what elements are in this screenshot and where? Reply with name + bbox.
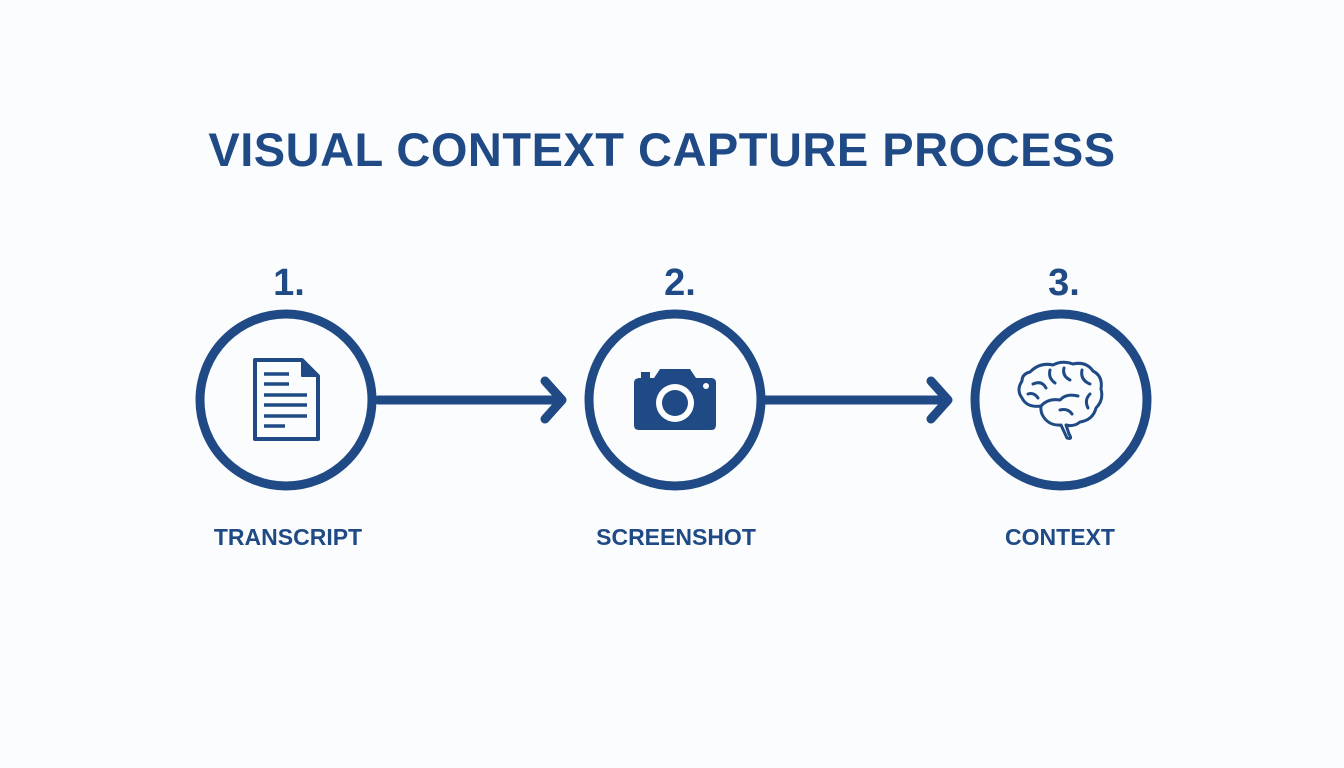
step-3-label: CONTEXT [1005, 524, 1115, 550]
step-1-circle [195, 309, 377, 491]
arrow-1-icon [373, 376, 567, 424]
step-1-number: 1. [273, 262, 305, 304]
step-3-circle [970, 309, 1152, 491]
diagram-title: VISUAL CONTEXT CAPTURE PROCESS [208, 123, 1116, 176]
arrow-2-icon [761, 376, 953, 424]
step-2-circle [584, 309, 766, 491]
brain-icon [1017, 360, 1104, 440]
camera-icon [634, 369, 716, 430]
step-3-number: 3. [1048, 262, 1080, 304]
step-1-label: TRANSCRIPT [213, 524, 363, 550]
document-icon [253, 358, 320, 441]
step-2-number: 2. [664, 262, 696, 304]
step-2-label: SCREENSHOT [596, 524, 756, 550]
